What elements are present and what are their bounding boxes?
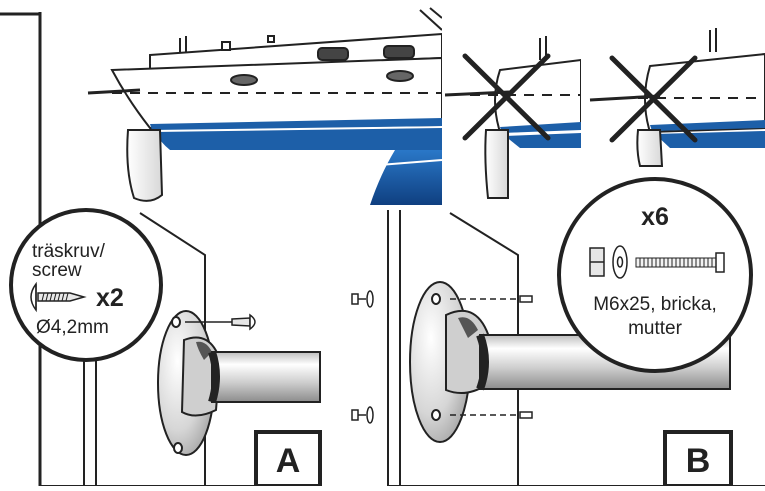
panel-a-label-box: A — [254, 430, 322, 488]
wood-screw-icon — [30, 281, 87, 313]
cross-out-mark-2 — [609, 55, 698, 143]
callout-a-quantity: x2 — [96, 284, 124, 312]
panel-b-label-box: B — [663, 430, 733, 488]
callout-b-quantity: x6 — [641, 203, 669, 231]
cross-out-mark-1 — [462, 53, 551, 141]
panel-a-label: A — [276, 442, 301, 480]
bolt-icon — [635, 252, 725, 273]
nut-icon — [589, 247, 605, 277]
callout-a-spec: Ø4,2mm — [36, 317, 109, 338]
panel-b-label: B — [686, 442, 711, 480]
wrong-position-illustration-1 — [445, 36, 581, 199]
callout-b: x6 M6x25, bricka, mutter — [557, 177, 753, 373]
boat-main-illustration — [87, 7, 442, 205]
callout-a: träskruv/ screw x2 Ø4,2mm — [9, 208, 163, 362]
callout-b-line2: mutter — [628, 318, 683, 339]
callout-a-line2: screw — [32, 260, 82, 281]
wrong-position-illustration-2 — [589, 28, 765, 167]
washer-icon — [612, 245, 628, 279]
callout-a-line1: träskruv/ — [32, 241, 106, 262]
callout-b-line1: M6x25, bricka, — [593, 294, 717, 315]
